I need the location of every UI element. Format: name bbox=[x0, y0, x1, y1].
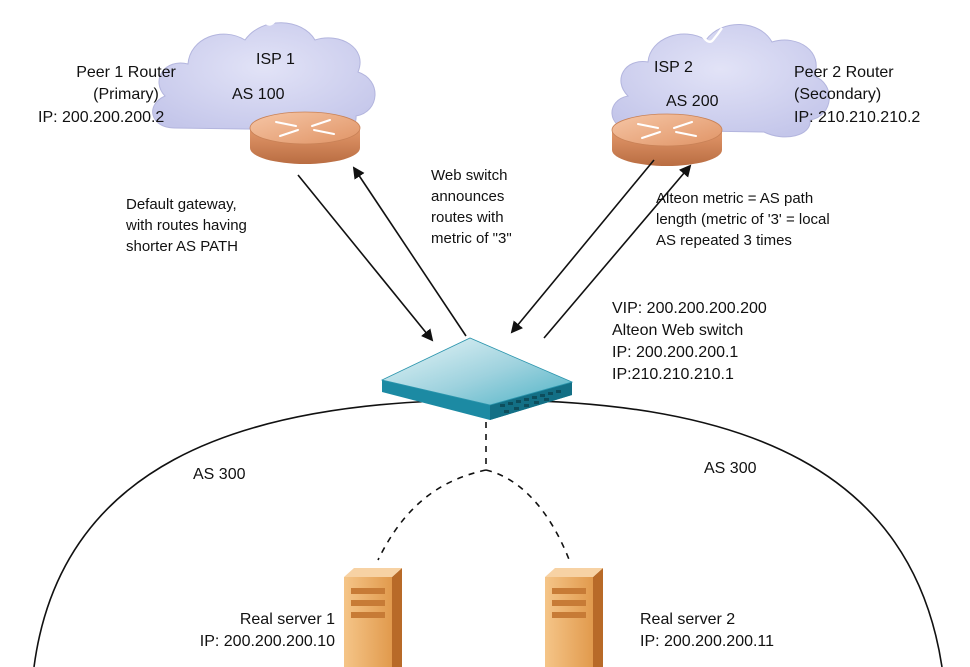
isp1-as-label: AS 100 bbox=[232, 86, 285, 103]
as300-left-label: AS 300 bbox=[193, 466, 246, 483]
default-gateway-line-3: shorter AS PATH bbox=[126, 238, 238, 255]
switch-ip-2: IP:210.210.210.1 bbox=[612, 366, 734, 383]
announce-line-4: metric of "3" bbox=[431, 230, 512, 247]
isp1-label: ISP 1 bbox=[256, 51, 295, 68]
isp2-as-label: AS 200 bbox=[666, 93, 719, 110]
peer1-link-arrows bbox=[297, 166, 467, 342]
peer1-router-label: Peer 1 Router (Primary) bbox=[38, 62, 214, 106]
switch-vip: VIP: 200.200.200.200 bbox=[612, 300, 767, 317]
server-2-name: Real server 2 bbox=[640, 611, 736, 628]
default-gateway-line-2: with routes having bbox=[126, 217, 247, 234]
web-switch-icon bbox=[380, 337, 574, 420]
default-gateway-line-1: Default gateway, bbox=[126, 196, 237, 213]
default-gateway-note: Default gateway, with routes having shor… bbox=[126, 194, 247, 257]
peer2-title: Peer 2 Router bbox=[794, 64, 894, 81]
isp1-cloud bbox=[152, 9, 376, 135]
server-dashed-links bbox=[377, 422, 571, 563]
peer2-link-arrows bbox=[510, 159, 692, 339]
peer2-ip: IP: 210.210.210.2 bbox=[794, 109, 921, 126]
router-1-icon bbox=[249, 111, 361, 164]
announce-line-3: routes with bbox=[431, 209, 504, 226]
peer1-title: Peer 1 Router bbox=[76, 64, 176, 81]
web-switch-label: VIP: 200.200.200.200 Alteon Web switch I… bbox=[612, 298, 767, 386]
announce-line-2: announces bbox=[431, 188, 505, 205]
server-1-name: Real server 1 bbox=[239, 611, 335, 628]
server-1-label: Real server 1 IP: 200.200.200.10 bbox=[145, 609, 335, 653]
switch-name: Alteon Web switch bbox=[612, 322, 744, 339]
server-2-ip: IP: 200.200.200.11 bbox=[640, 633, 775, 650]
switch-ip-1: IP: 200.200.200.1 bbox=[612, 344, 739, 361]
peer2-router-label: Peer 2 Router (Secondary) bbox=[794, 62, 950, 106]
peer2-role: (Secondary) bbox=[794, 86, 882, 103]
peer1-role: (Primary) bbox=[93, 86, 159, 103]
web-switch-announce-note: Web switch announces routes with metric … bbox=[431, 165, 512, 249]
alteon-metric-line-3: AS repeated 3 times bbox=[656, 232, 792, 249]
alteon-metric-line-2: length (metric of '3' = local bbox=[656, 211, 830, 228]
server-1-icon bbox=[344, 568, 402, 667]
isp2-label: ISP 2 bbox=[654, 59, 693, 76]
isp2-cloud bbox=[611, 24, 830, 138]
alteon-metric-note: Alteon metric = AS path length (metric o… bbox=[656, 188, 830, 251]
server-2-icon bbox=[545, 568, 603, 667]
announce-line-1: Web switch bbox=[431, 167, 508, 184]
server-1-ip: IP: 200.200.200.10 bbox=[199, 633, 335, 650]
as300-right-label: AS 300 bbox=[704, 460, 757, 477]
peer1-ip: IP: 200.200.200.2 bbox=[38, 109, 165, 126]
alteon-metric-line-1: Alteon metric = AS path bbox=[656, 190, 814, 207]
server-2-label: Real server 2 IP: 200.200.200.11 bbox=[640, 609, 774, 653]
router-2-icon bbox=[611, 113, 723, 166]
